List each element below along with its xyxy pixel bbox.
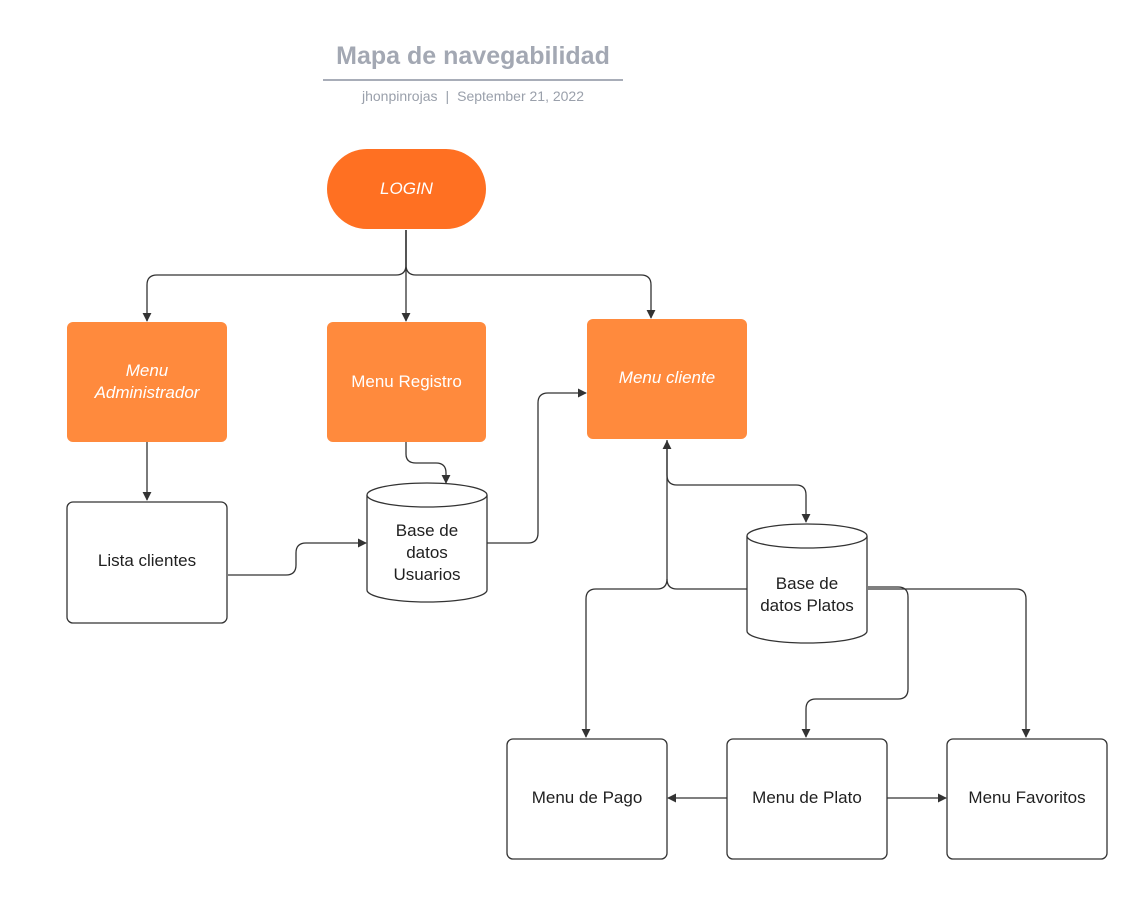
lista-clientes-shape	[66, 501, 228, 624]
connector-bdusuarios-to-cliente	[487, 388, 587, 544]
meta-separator: |	[445, 88, 450, 104]
menu-plato-label: Menu de Plato	[752, 788, 862, 807]
menu-administrador-label: Menu Administrador	[94, 361, 200, 402]
bd-platos-label: Base de datos Platos	[760, 573, 854, 615]
connector-bdplatos-to-favoritos	[868, 588, 1031, 738]
menu-pago-label: Menu de Pago	[531, 788, 643, 807]
author-name: jhonpinrojas	[361, 88, 438, 104]
connector-cliente-to-pago	[581, 578, 668, 738]
bd-usuarios-label: Base de datos Usuarios	[393, 520, 461, 584]
connector-bdplatos-to-cliente	[662, 440, 748, 590]
menu-registro-shape	[327, 322, 486, 442]
menu-administrador-shape	[67, 322, 227, 442]
connector-login-to-cliente	[405, 230, 656, 319]
diagram-title: Mapa de navegabilidad	[336, 42, 610, 70]
bd-usuarios-shape	[366, 482, 488, 603]
bd-platos-shape	[746, 523, 868, 644]
lista-clientes-label: Lista clientes	[97, 551, 197, 570]
menu-cliente-label: Menu cliente	[618, 368, 716, 387]
diagram-meta: jhonpinrojas | September 21, 2022	[323, 88, 623, 104]
connector-registro-to-bdusuarios	[405, 442, 451, 484]
menu-cliente-shape	[587, 319, 747, 439]
title-underline	[323, 79, 623, 81]
connector-login-to-admin	[142, 230, 407, 322]
login-node-shape	[327, 149, 486, 229]
diagram-date: September 21, 2022	[457, 88, 584, 104]
connector-cliente-to-bdplatos	[666, 440, 811, 523]
connector-lista-to-bdusuarios	[228, 538, 367, 576]
login-node-label: LOGIN	[380, 179, 433, 198]
menu-favoritos-label: Menu Favoritos	[968, 788, 1086, 807]
connectors	[142, 230, 1031, 803]
menu-favoritos-shape	[946, 738, 1108, 860]
menu-plato-shape	[726, 738, 888, 860]
menu-registro-label: Menu Registro	[351, 372, 462, 391]
menu-pago-shape	[506, 738, 668, 860]
